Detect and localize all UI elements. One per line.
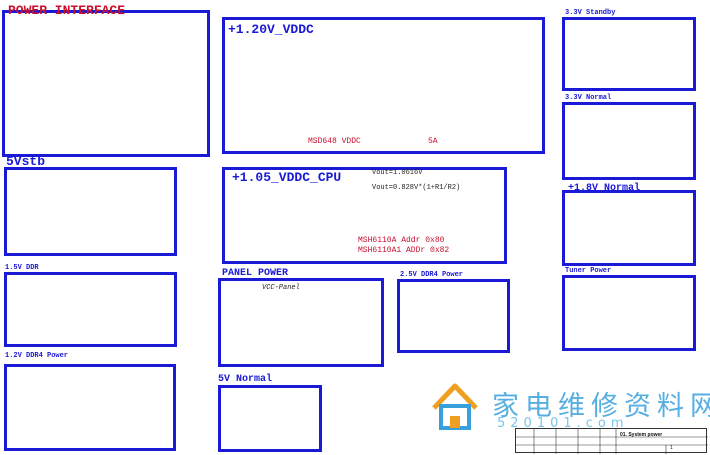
vddc-cpu-addr2-label: MSH6110A1 ADDr 0x82 — [358, 246, 450, 255]
vstb-5-block — [4, 167, 177, 256]
watermark-url: 520101.com — [497, 416, 629, 431]
vddc-120-block — [222, 17, 545, 154]
normal-18-block — [562, 190, 696, 266]
ddr4-25-title: 2.5V DDR4 Power — [400, 271, 464, 279]
ddr4-12-block — [4, 364, 176, 451]
vddc-cpu-105-title: +1.05_VDDC_CPU — [232, 170, 342, 185]
vddc-cpu-addr1-label: MSH6110A Addr 0x80 — [358, 236, 445, 245]
ddr4-12-title: 1.2V DDR4 Power — [5, 352, 69, 360]
vddc-cpu-105-block — [222, 167, 507, 264]
power-interface-block — [2, 10, 210, 157]
tuner-power-block — [562, 275, 696, 351]
title-block-title: 01. System power — [620, 432, 663, 438]
vddc-cpu-vout2-label: Vout=0.828V*(1+R1/R2) — [372, 184, 461, 192]
title-block — [515, 428, 708, 454]
panel-power-vcc-label: VCC-Panel — [262, 284, 300, 292]
ddr-15-block — [4, 272, 177, 347]
panel-power-block — [218, 278, 384, 367]
normal-33-title: 3.3V Normal — [565, 94, 612, 102]
normal-5v-block — [218, 385, 322, 452]
power-interface-title: POWER INTERFACE — [8, 3, 126, 18]
watermark-text: 家电维修资料网 — [492, 391, 710, 422]
tuner-power-title: Tuner Power — [565, 267, 612, 275]
vstb-5-title: 5Vstb — [6, 154, 46, 169]
vddc-cpu-vout1-label: Vout=1.0616V — [372, 169, 423, 177]
ddr-15-title: 1.5V DDR — [5, 264, 39, 272]
vddc-120-current-label: 5A — [428, 137, 438, 146]
standby-33-block — [562, 17, 696, 91]
normal-5v-title: 5V Normal — [218, 374, 273, 385]
title-block-page: 1 — [670, 445, 673, 451]
panel-power-title: PANEL POWER — [222, 268, 289, 279]
vddc-120-chip-label: MSD648 VDDC — [308, 137, 361, 146]
ddr4-25-block — [397, 279, 510, 353]
vddc-120-title: +1.20V_VDDC — [228, 22, 314, 37]
house-logo-icon — [432, 383, 478, 430]
normal-33-block — [562, 102, 696, 180]
standby-33-title: 3.3V Standby — [565, 9, 616, 17]
normal-18-title: +1.8V_Normal — [568, 183, 641, 194]
